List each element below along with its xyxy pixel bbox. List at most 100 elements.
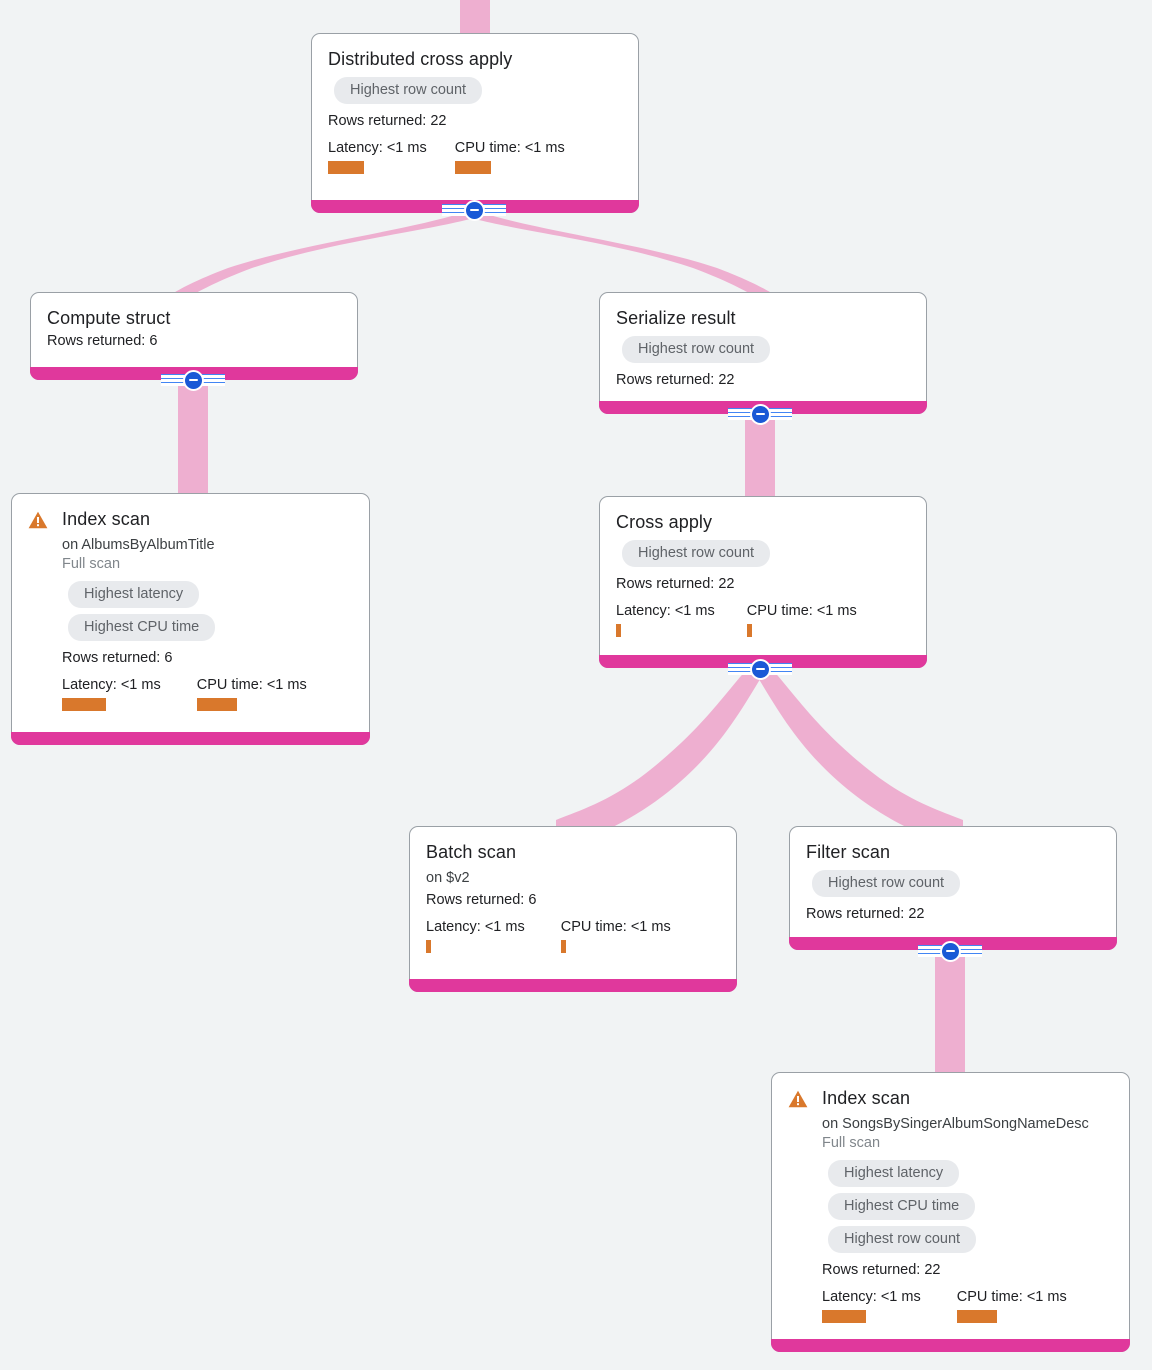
warning-icon	[28, 508, 62, 529]
metric-cpu-bar	[196, 698, 237, 711]
node-metrics: Latency: <1 ms CPU time: <1 ms	[62, 677, 353, 711]
plan-node-cross-apply[interactable]: Cross apply Highest row count Rows retur…	[599, 496, 927, 668]
metric-latency-label: Latency: <1 ms	[822, 1289, 921, 1305]
node-title: Serialize result	[616, 308, 736, 328]
node-rows-returned: Rows returned: 22	[328, 113, 447, 129]
metric-cpu-label: CPU time: <1 ms	[196, 677, 307, 693]
node-index-name: on SongsBySingerAlbumSongNameDesc	[822, 1116, 1089, 1132]
metric-latency-label: Latency: <1 ms	[328, 140, 427, 156]
node-chips: Highest latency Highest CPU time	[62, 578, 353, 644]
collapse-toggle-filter-scan[interactable]	[918, 939, 982, 963]
metric-latency: Latency: <1 ms	[616, 603, 715, 637]
chip-highest-row-count: Highest row count	[812, 870, 961, 897]
collapse-toggle-compute-struct[interactable]	[161, 368, 225, 392]
node-chips: Highest row count	[616, 333, 910, 366]
metric-cpu-time: CPU time: <1 ms	[560, 919, 671, 953]
metric-cpu-label: CPU time: <1 ms	[454, 140, 565, 156]
metric-latency-bar	[328, 161, 364, 174]
minus-icon	[749, 403, 771, 425]
plan-node-compute-struct[interactable]: Compute struct Rows returned: 6	[30, 292, 358, 380]
plan-node-index-scan-albums[interactable]: Index scan on AlbumsByAlbumTitle Full sc…	[11, 493, 370, 745]
metric-cpu-label: CPU time: <1 ms	[746, 603, 857, 619]
node-rows-returned: Rows returned: 6	[47, 333, 158, 349]
minus-icon	[463, 199, 485, 221]
edge-root-to-compute-struct	[172, 213, 470, 294]
warning-icon	[788, 1087, 822, 1108]
chip-highest-latency: Highest latency	[68, 581, 200, 608]
node-chips: Highest row count	[328, 74, 622, 107]
metric-latency-label: Latency: <1 ms	[426, 919, 525, 935]
metric-cpu-time: CPU time: <1 ms	[454, 140, 565, 174]
minus-icon	[939, 940, 961, 962]
plan-node-serialize-result[interactable]: Serialize result Highest row count Rows …	[599, 292, 927, 414]
node-title: Distributed cross apply	[328, 49, 513, 69]
edge-cross-apply-to-batch-scan	[556, 669, 762, 850]
node-rows-returned: Rows returned: 22	[822, 1262, 941, 1278]
metric-latency-label: Latency: <1 ms	[616, 603, 715, 619]
node-rows-returned: Rows returned: 22	[616, 372, 735, 388]
node-footer-bar	[409, 979, 737, 992]
node-metrics: Latency: <1 ms CPU time: <1 ms	[822, 1289, 1113, 1323]
chip-highest-row-count: Highest row count	[334, 77, 483, 104]
metric-cpu-bar	[956, 1310, 997, 1323]
node-title: Cross apply	[616, 512, 713, 532]
node-scan-type: Full scan	[822, 1135, 881, 1151]
metric-latency-bar	[822, 1310, 866, 1323]
metric-latency-label: Latency: <1 ms	[62, 677, 161, 693]
chip-highest-cpu-time: Highest CPU time	[68, 614, 216, 641]
node-rows-returned: Rows returned: 6	[62, 650, 173, 666]
chip-highest-cpu-time: Highest CPU time	[828, 1193, 976, 1220]
metric-cpu-bar	[746, 624, 752, 637]
node-title: Batch scan	[426, 842, 517, 862]
node-footer-bar	[11, 732, 370, 745]
plan-node-distributed-cross-apply[interactable]: Distributed cross apply Highest row coun…	[311, 33, 639, 213]
node-metrics: Latency: <1 ms CPU time: <1 ms	[328, 140, 622, 174]
plan-node-filter-scan[interactable]: Filter scan Highest row count Rows retur…	[789, 826, 1117, 950]
node-chips: Highest row count	[806, 867, 1100, 900]
metric-latency: Latency: <1 ms	[822, 1289, 921, 1323]
plan-node-batch-scan[interactable]: Batch scan on $v2 Rows returned: 6 Laten…	[409, 826, 737, 992]
edge-cross-apply-to-filter-scan	[757, 669, 963, 850]
collapse-toggle-cross-apply[interactable]	[728, 657, 792, 681]
node-title: Filter scan	[806, 842, 891, 862]
edge-filter-scan-to-index-scan-songs	[935, 948, 965, 1088]
plan-node-index-scan-songs[interactable]: Index scan on SongsBySingerAlbumSongName…	[771, 1072, 1130, 1352]
minus-icon	[749, 658, 771, 680]
node-title: Index scan	[62, 509, 151, 529]
metric-latency-bar	[62, 698, 106, 711]
metric-latency-bar	[616, 624, 621, 637]
metric-latency-bar	[426, 940, 431, 953]
minus-icon	[182, 369, 204, 391]
chip-highest-row-count: Highest row count	[828, 1226, 977, 1253]
metric-cpu-label: CPU time: <1 ms	[560, 919, 671, 935]
chip-highest-row-count: Highest row count	[622, 540, 771, 567]
metric-cpu-time: CPU time: <1 ms	[746, 603, 857, 637]
edge-compute-struct-to-index-scan-albums	[178, 378, 208, 500]
node-index-name: on $v2	[426, 870, 470, 886]
node-title: Compute struct	[47, 308, 171, 328]
chip-highest-latency: Highest latency	[828, 1160, 960, 1187]
node-rows-returned: Rows returned: 22	[616, 576, 735, 592]
metric-cpu-bar	[454, 161, 491, 174]
node-title: Index scan	[822, 1088, 911, 1108]
metric-cpu-time: CPU time: <1 ms	[196, 677, 307, 711]
metric-latency: Latency: <1 ms	[426, 919, 525, 953]
metric-cpu-time: CPU time: <1 ms	[956, 1289, 1067, 1323]
metric-latency: Latency: <1 ms	[62, 677, 161, 711]
collapse-toggle-serialize-result[interactable]	[728, 402, 792, 426]
node-footer-bar	[771, 1339, 1130, 1352]
metric-cpu-label: CPU time: <1 ms	[956, 1289, 1067, 1305]
node-metrics: Latency: <1 ms CPU time: <1 ms	[616, 603, 910, 637]
metric-cpu-bar	[560, 940, 566, 953]
node-metrics: Latency: <1 ms CPU time: <1 ms	[426, 919, 720, 953]
collapse-toggle-distributed-cross-apply[interactable]	[442, 198, 506, 222]
node-chips: Highest row count	[616, 537, 910, 570]
node-rows-returned: Rows returned: 6	[426, 892, 537, 908]
metric-latency: Latency: <1 ms	[328, 140, 427, 174]
edge-root-to-serialize-result	[475, 213, 773, 294]
chip-highest-row-count: Highest row count	[622, 336, 771, 363]
node-index-name: on AlbumsByAlbumTitle	[62, 537, 215, 553]
node-rows-returned: Rows returned: 22	[806, 906, 925, 922]
node-scan-type: Full scan	[62, 556, 121, 572]
